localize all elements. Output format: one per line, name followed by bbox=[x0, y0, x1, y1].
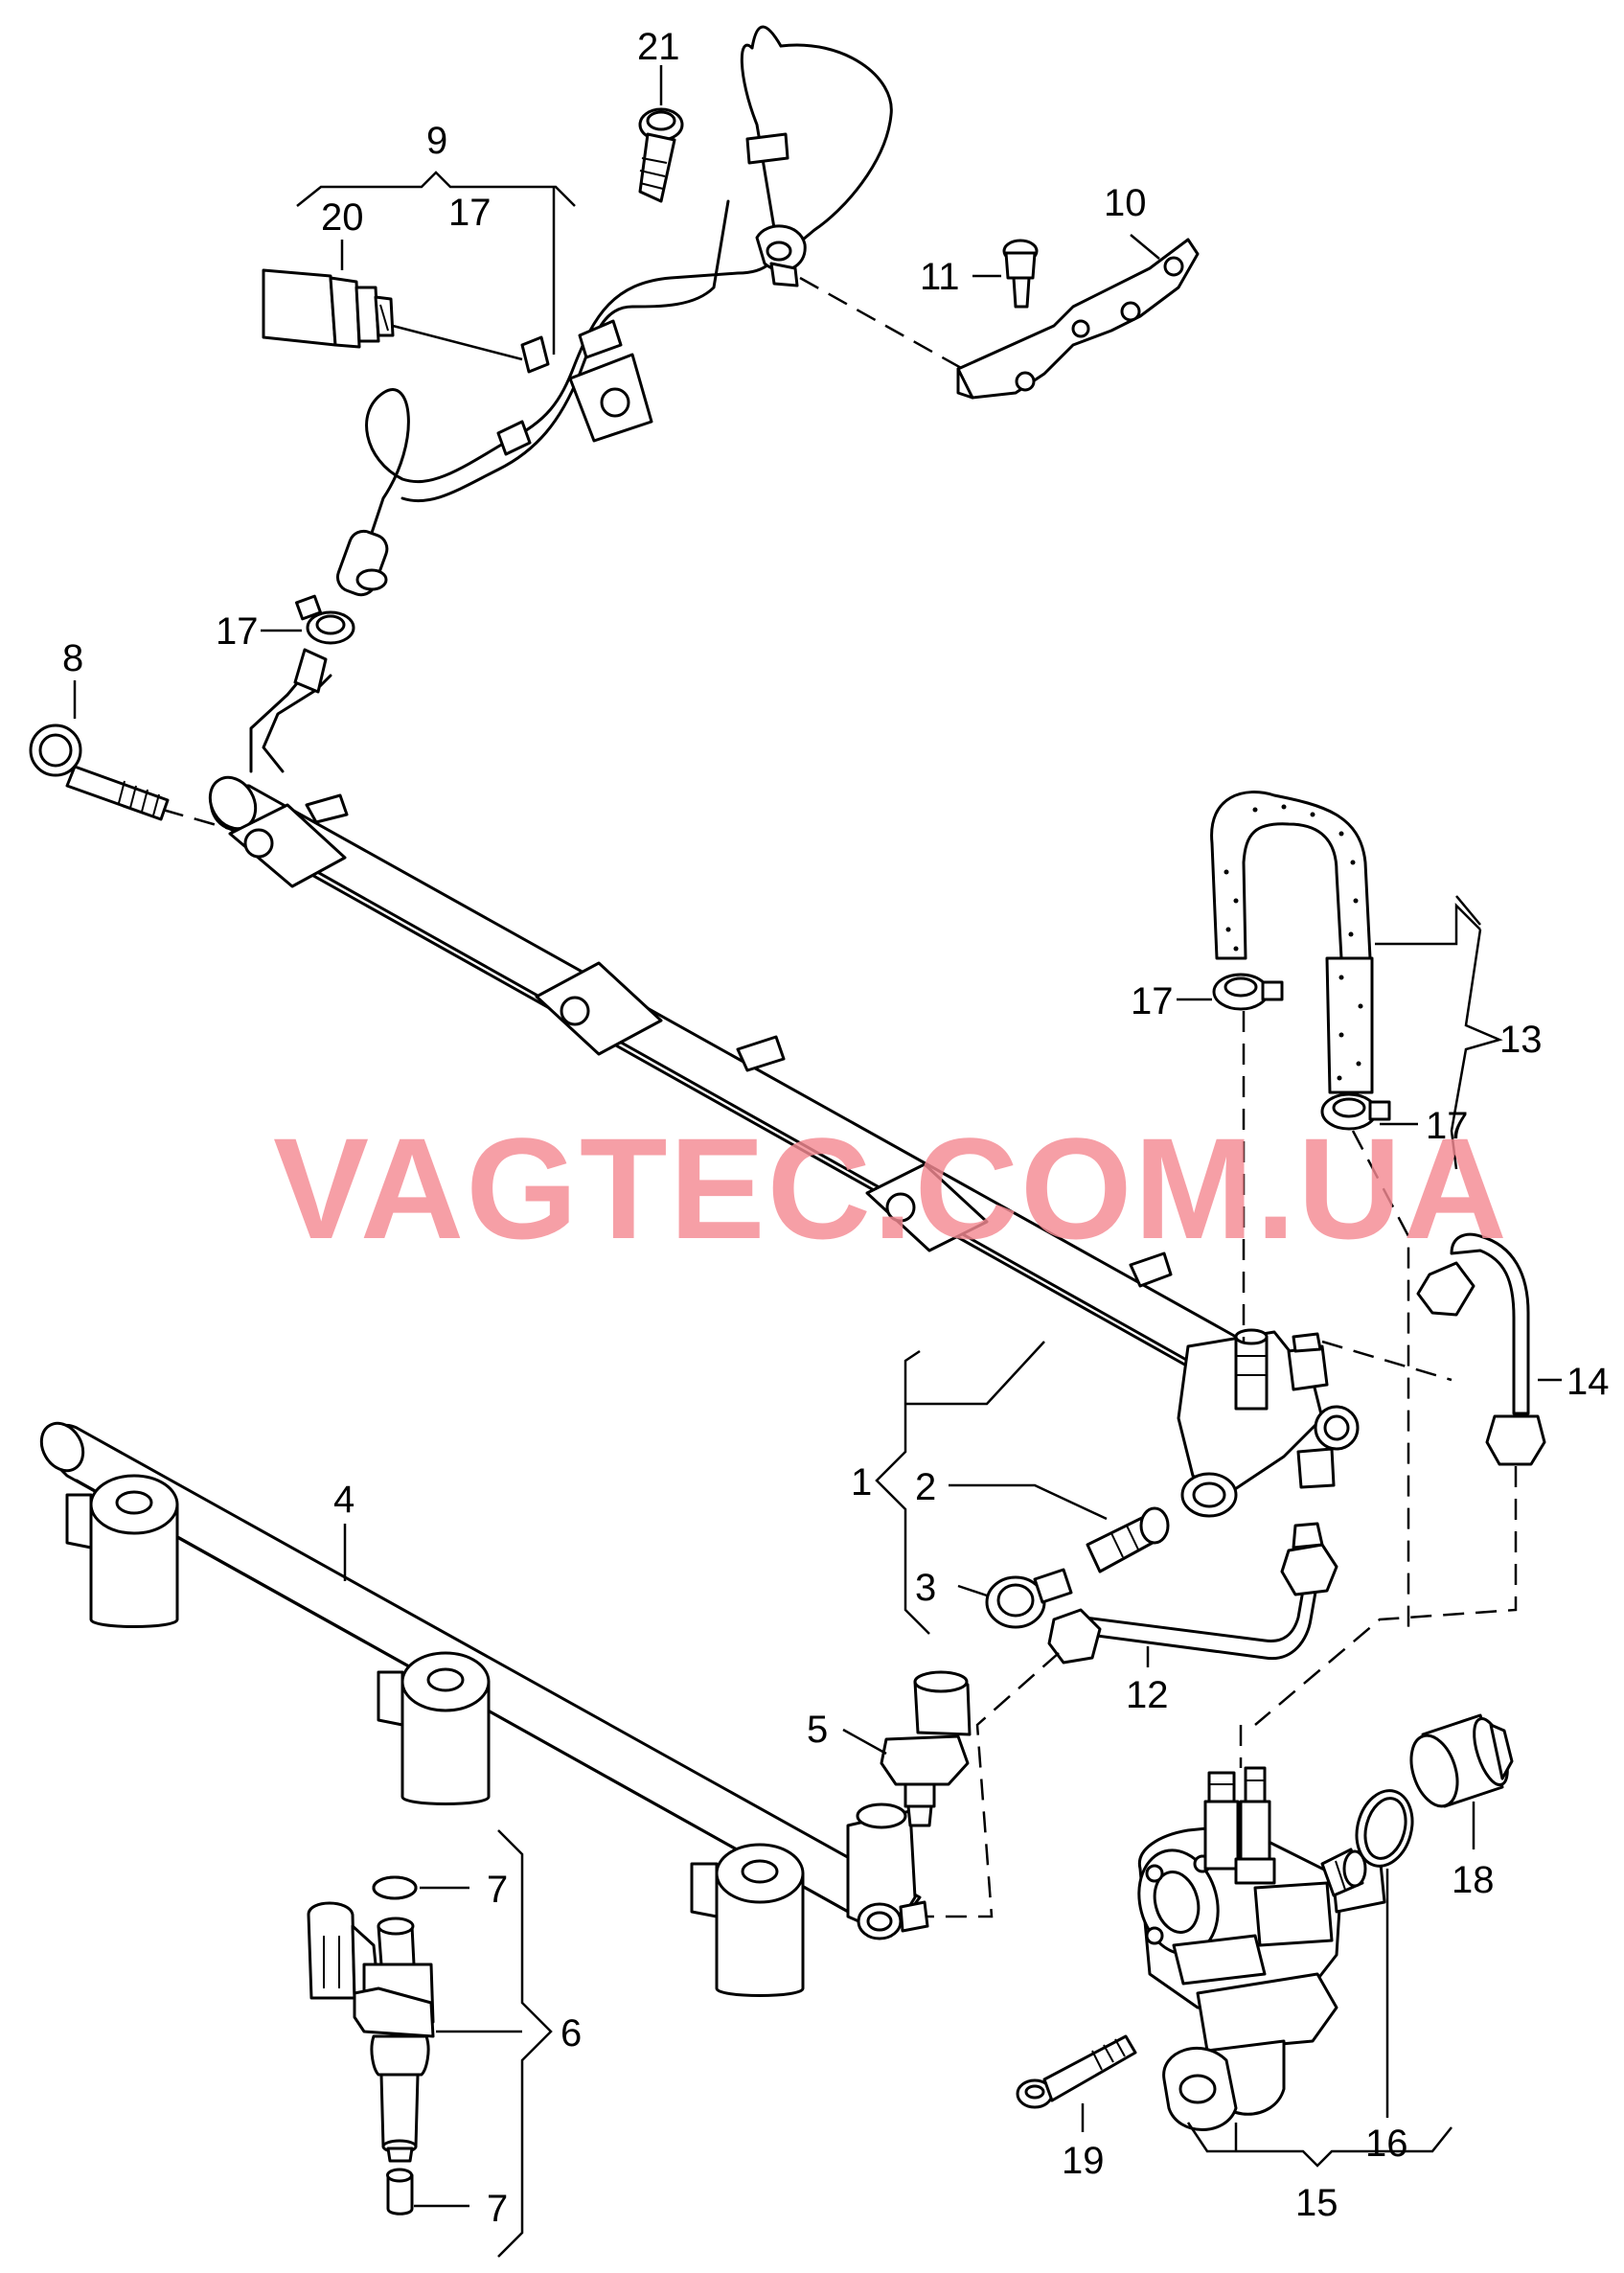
fuel-line-14 bbox=[1416, 1232, 1546, 1466]
callout-2: 2 bbox=[915, 1466, 936, 1508]
o-ring-16 bbox=[1355, 1789, 1414, 1868]
leader-lines bbox=[73, 65, 1562, 2258]
callout-11: 11 bbox=[920, 256, 960, 298]
callout-4: 4 bbox=[333, 1479, 355, 1521]
callout-10: 10 bbox=[1104, 182, 1147, 224]
hose-clamp-17-upper bbox=[295, 594, 355, 645]
fuel-pressure-sensor-20 bbox=[262, 268, 395, 349]
callout-12: 12 bbox=[1126, 1674, 1169, 1716]
callout-15: 15 bbox=[1295, 2182, 1338, 2224]
callout-20: 20 bbox=[321, 196, 364, 239]
plug-3 bbox=[985, 1568, 1073, 1629]
fuel-rail-1 bbox=[208, 648, 1360, 1518]
callout-7-top: 7 bbox=[487, 1869, 508, 1911]
callout-1: 1 bbox=[851, 1461, 872, 1504]
valve-2 bbox=[1086, 1506, 1170, 1573]
injector-6 bbox=[307, 1875, 435, 2163]
callout-9: 9 bbox=[426, 120, 447, 162]
bolt-8 bbox=[29, 723, 170, 821]
callout-19: 19 bbox=[1062, 2140, 1105, 2182]
callout-13: 13 bbox=[1499, 1019, 1543, 1061]
callout-17-top: 17 bbox=[448, 192, 492, 234]
return-hose-assembly bbox=[335, 25, 893, 597]
callout-3: 3 bbox=[915, 1567, 936, 1609]
callout-18: 18 bbox=[1452, 1859, 1495, 1901]
callout-labels: 21 9 20 17 10 11 17 8 17 13 17 14 1 2 3 … bbox=[62, 26, 1610, 2230]
callout-21: 21 bbox=[637, 26, 680, 68]
cap-18 bbox=[1409, 1713, 1514, 1808]
bolt-19 bbox=[1016, 2034, 1137, 2109]
bolt-11 bbox=[1002, 239, 1039, 309]
callout-17-mid: 17 bbox=[1131, 980, 1174, 1022]
fuel-pressure-sender-5 bbox=[880, 1670, 972, 1827]
watermark-text: VAGTEC.COM.UA bbox=[273, 1108, 1509, 1269]
callout-8: 8 bbox=[62, 637, 83, 679]
callout-5: 5 bbox=[807, 1709, 828, 1751]
callout-17-right: 17 bbox=[1426, 1105, 1469, 1147]
callout-17-left: 17 bbox=[216, 610, 259, 653]
callout-16: 16 bbox=[1365, 2123, 1408, 2165]
fuel-line-12 bbox=[1047, 1522, 1338, 1665]
callout-6: 6 bbox=[560, 2012, 582, 2055]
connection-lines bbox=[162, 276, 1518, 1918]
hose-clamp-17-mid-right bbox=[1320, 1092, 1391, 1131]
hose-clamp-17-mid-left bbox=[1212, 973, 1284, 1011]
bracket-10 bbox=[956, 238, 1200, 400]
callout-14: 14 bbox=[1567, 1361, 1610, 1403]
high-pressure-pump-15 bbox=[1137, 1766, 1386, 2131]
bolt-21 bbox=[638, 107, 684, 203]
seal-7-upper bbox=[372, 1875, 418, 1900]
callout-7-bottom: 7 bbox=[487, 2188, 508, 2230]
seal-7-lower bbox=[386, 2168, 414, 2216]
return-hose-13 bbox=[1210, 791, 1374, 1094]
fuel-rail-4 bbox=[39, 1421, 929, 1997]
